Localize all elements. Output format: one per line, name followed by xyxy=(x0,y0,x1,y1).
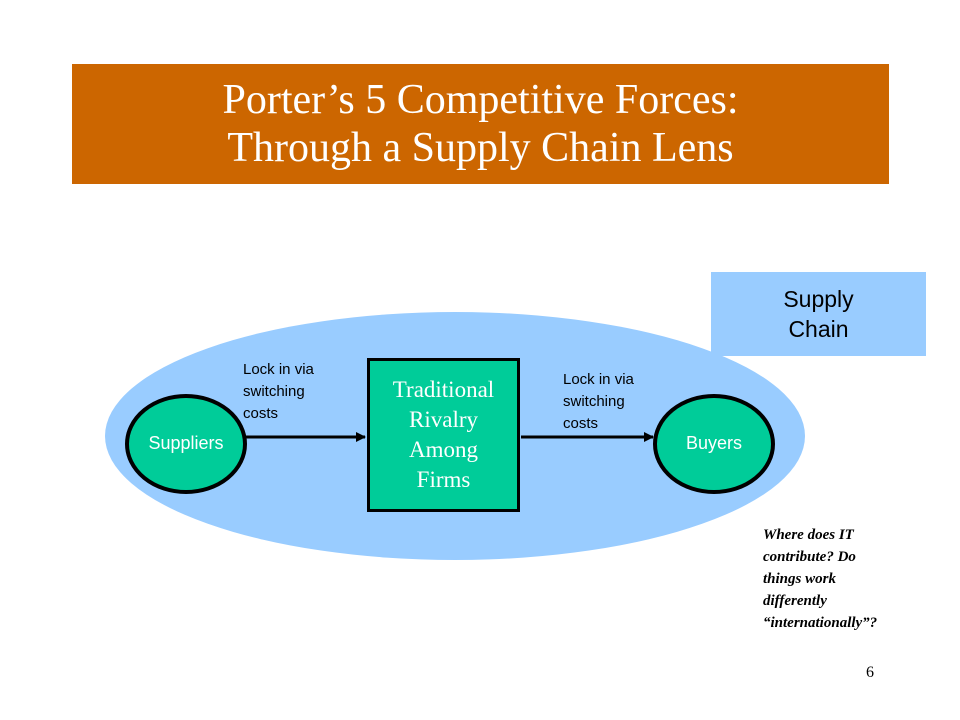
question-line-4: differently xyxy=(763,593,827,609)
supply-chain-label-box: Supply Chain xyxy=(711,272,926,356)
traditional-rivalry-box: Traditional Rivalry Among Firms xyxy=(367,358,520,512)
firms-line-4: Firms xyxy=(416,467,471,492)
buyers-node xyxy=(653,394,775,494)
firms-line-1: Traditional xyxy=(392,377,495,402)
question-line-1: Where does IT xyxy=(763,527,854,543)
supply-chain-line-2: Chain xyxy=(788,316,849,342)
question-line-2: contribute? Do xyxy=(763,549,856,565)
title-line-1: Porter’s 5 Competitive Forces: xyxy=(222,77,739,123)
lock-right-line-1: Lock in via xyxy=(563,371,634,388)
lock-left-line-3: costs xyxy=(243,405,279,422)
lock-in-note-right: Lock in via switching costs xyxy=(563,369,634,435)
slide-title: Porter’s 5 Competitive Forces: Through a… xyxy=(72,64,889,184)
lock-right-line-2: switching xyxy=(563,393,625,410)
supply-chain-line-1: Supply xyxy=(783,286,854,312)
suppliers-label: Suppliers xyxy=(148,433,224,453)
question-line-3: things work xyxy=(763,571,836,587)
buyers-label: Buyers xyxy=(685,433,743,453)
suppliers-node xyxy=(125,394,247,494)
firms-line-2: Rivalry xyxy=(409,407,478,432)
it-question-note: Where does IT contribute? Do things work… xyxy=(763,524,938,634)
lock-right-line-3: costs xyxy=(563,415,599,432)
lock-left-line-2: switching xyxy=(243,383,305,400)
title-line-2: Through a Supply Chain Lens xyxy=(227,125,734,171)
firms-line-3: Among xyxy=(409,437,478,462)
question-line-5: “internationally”? xyxy=(763,615,878,631)
lock-in-note-left: Lock in via switching costs xyxy=(243,359,314,425)
lock-left-line-1: Lock in via xyxy=(243,361,314,378)
page-number: 6 xyxy=(866,664,874,681)
